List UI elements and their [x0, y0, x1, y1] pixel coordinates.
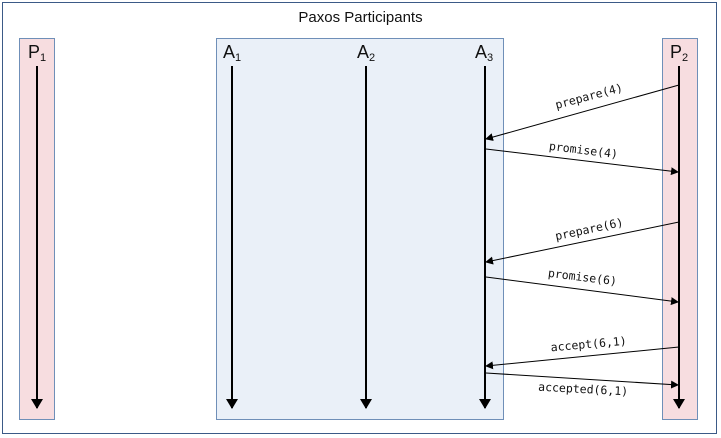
message-label-prepare-4: prepare(4)	[554, 80, 625, 111]
actor-a3: A3	[475, 42, 494, 64]
message-label-promise-6: promise(6)	[547, 266, 617, 288]
actor-p1: P1	[28, 42, 47, 64]
message-label-accepted-6-1: accepted(6,1)	[538, 380, 629, 399]
message-arrow-prepare-4	[485, 84, 680, 141]
actor-a2: A2	[357, 42, 376, 64]
actor-p2: P2	[670, 42, 689, 64]
message-label-accept-6-1: accept(6,1)	[550, 334, 627, 355]
lane-acceptors	[216, 38, 504, 420]
message-arrow-prepare-6	[485, 221, 680, 265]
message-arrow-promise-6	[485, 276, 679, 306]
diagram-title: Paxos Participants	[298, 9, 423, 26]
message-label-prepare-6: prepare(6)	[554, 215, 625, 243]
message-arrow-accepted-6-1	[485, 372, 679, 389]
message-arrow-promise-4	[485, 148, 679, 176]
message-arrow-accept-6-1	[485, 346, 680, 370]
actor-a1: A1	[223, 42, 242, 64]
